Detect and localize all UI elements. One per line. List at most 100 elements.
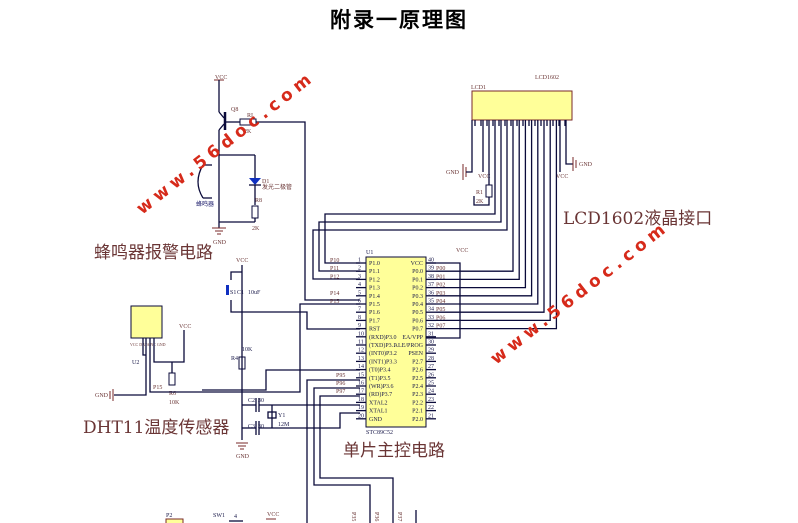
dht-gnd-label: GND [95,393,109,399]
wire-rst [242,312,360,329]
mcu-pin-number: 11 [358,340,364,346]
mcu-pin-name: P1.7 [369,318,380,324]
p36-label: P36 [373,512,379,521]
dht11-circuit: VCC DATA NC GND U2 GND VCC R6 10K P15 DH… [83,304,360,438]
buzzer-block-title: 蜂鸣器报警电路 [94,243,213,263]
mcu-pin-number: 33 [428,315,434,321]
net-label: P02 [436,283,445,289]
u1-label: U1 [366,250,373,256]
mcu-pin-name: P2.0 [412,417,423,423]
transistor-collector [219,124,224,130]
dht-pins: VCC DATA NC GND [130,342,166,347]
mcu-pin-number: 17 [358,389,364,395]
net-label: P01 [436,274,445,280]
r1-label: R1 [476,190,483,196]
mcu-pin-number: 12 [358,348,364,354]
mcu-pin-name: P2.7 [412,359,423,365]
sw1-pin: 4 [234,514,237,520]
net-label: P96 [336,381,345,387]
bottom-vcc-label: VCC [267,512,279,518]
mcu-pin-name: RST [369,327,380,333]
mcu-pin-number: 5 [358,290,361,296]
q8-label: Q8 [231,107,238,113]
mcu-pin-name: P1.2 [369,277,380,283]
mcu-pin-number: 2 [358,266,361,272]
switch-s1[interactable] [226,285,229,295]
dht-block-title: DHT11温度传感器 [83,418,229,438]
mcu-pin-name: P2.6 [412,368,423,374]
mcu-pin-number: 8 [358,315,361,321]
p35-label: P35 [350,512,356,521]
wire [231,272,242,280]
led-d1-icon [249,178,261,185]
mcu-pin-number: 31 [428,331,434,337]
mcu-pin-name: XTAL2 [369,400,388,406]
mcu-pin-name: P0.4 [412,302,423,308]
mcu-pin-name: P0.2 [412,286,423,292]
mcu-pin-name: VCC [411,261,423,267]
lcd-circuit: LCD1602 LCD1 GND VCC R1 2K VCC GND LCD16… [446,75,712,229]
mcu-pin-name: P0.7 [412,327,423,333]
lcd-gnd2-label: GND [579,162,593,168]
net-label: P00 [436,266,445,272]
sw1-label: SW1 [213,513,225,519]
wire-p03 [436,120,532,296]
mcu-pin-name: P1.1 [369,269,380,275]
mcu-pin-number: 7 [358,307,361,313]
mcu-pin-name: P1.0 [369,261,380,267]
mcu-pin-number: 22 [428,405,434,411]
wire [466,120,472,172]
mcu-pin-name: P1.5 [369,302,380,308]
wire-p06 [436,120,550,320]
mcu-pin-name: P0.1 [412,277,423,283]
r4-label: R4 [231,356,238,362]
wire-p14 [256,122,360,300]
c1-label: C1 [237,290,244,296]
mcu-pin-name: EA/VPP [402,335,423,341]
mcu-pin-name: P0.6 [412,318,423,324]
wire-p10 [325,120,495,263]
mcu-pin-name: XTAL1 [369,409,388,415]
mcu-pin-name: GND [369,417,383,423]
dht-vcc-label: VCC [179,324,191,330]
r8-label: R8 [255,198,262,204]
mcu-pin-number: 26 [428,372,434,378]
mcu-pin-name: P1.3 [369,286,380,292]
c1-value: 10uF [248,290,261,296]
mcu-pin-number: 4 [358,282,361,288]
gnd-label: GND [213,240,227,246]
resistor-pullup [169,373,175,385]
mcu-pin-name: P0.3 [412,294,423,300]
mcu-pin-name: P0.5 [412,310,423,316]
mcu-pin-number: 1 [358,258,361,264]
mcu-pin-number: 39 [428,266,434,272]
r1-value: 2K [476,199,484,205]
connector-p2 [166,519,183,523]
mcu-pin-name: (TXD)P3.1 [369,342,396,349]
led-desc: 发光二极管 [262,183,292,191]
net-label: P04 [436,299,445,305]
net-label: P07 [436,324,445,330]
resistor-r8 [252,206,258,218]
y1-label: Y1 [278,413,285,419]
mcu-pin-name: P2.1 [412,409,423,415]
wire-p15 [150,304,360,392]
y1-value: 12M [278,422,290,428]
mcu-pin-name: (INT1)P3.3 [369,358,397,365]
net-label: P11 [330,266,339,272]
mcu-pin-name: (INT0)P3.2 [369,350,397,357]
net-label: P06 [436,315,445,321]
mcu-pin-number: 19 [358,405,364,411]
mcu-pin-number: 21 [428,413,434,419]
buzzer-circuit: VCC Q8 RI 2K D1 发光二极管 R8 2K 蜂鸣器 GND 蜂鸣器报 [94,75,360,300]
mcu-pin-number: 23 [428,397,434,403]
mcu-pin-number: 35 [428,299,434,305]
net-label: P12 [330,274,339,280]
p15-net-label: P15 [153,385,162,391]
resistor-r1 [486,185,492,197]
mcu-pin-name: P2.5 [412,376,423,382]
mcu-pin-number: 3 [358,274,361,280]
lcd-part-label: LCD1602 [535,75,559,81]
mcu-pin-name: (RD)P3.7 [369,391,392,398]
